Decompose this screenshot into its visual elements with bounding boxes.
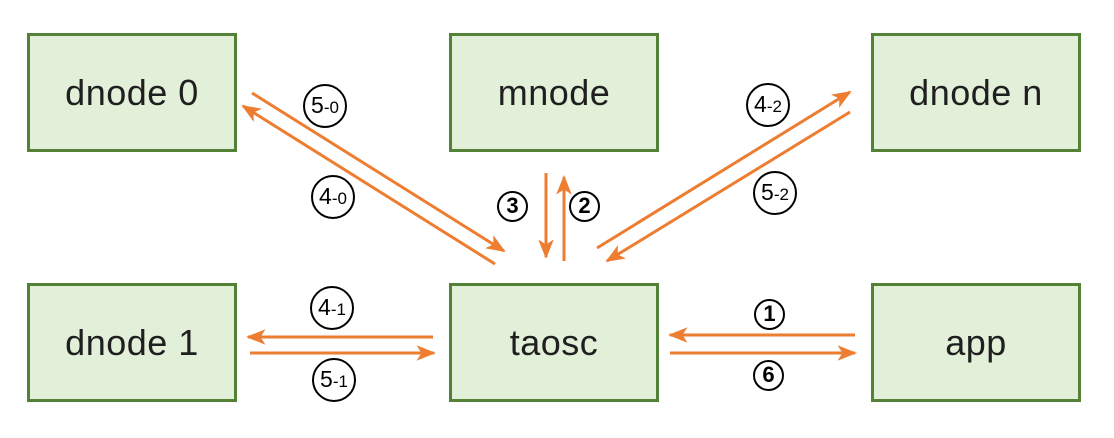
node-app-label: app [945, 321, 1007, 363]
edge-label-3: 3 [497, 191, 528, 222]
node-dnode-1-label: dnode 1 [65, 321, 199, 363]
node-app: app [871, 283, 1081, 402]
edge-label-1: 1 [754, 299, 785, 330]
node-dnode-n-label: dnode n [909, 71, 1043, 113]
node-taosc: taosc [449, 283, 659, 402]
edge-label-4-2: 4-2 [746, 83, 790, 127]
edge-label-4-1: 4-1 [310, 286, 354, 330]
edge-label-4-0: 4-0 [311, 175, 355, 219]
node-dnode-n: dnode n [871, 33, 1081, 152]
node-dnode-0-label: dnode 0 [65, 71, 199, 113]
arrow-taosc-to-dnoden [596, 90, 852, 250]
node-taosc-label: taosc [509, 321, 599, 363]
node-mnode: mnode [449, 33, 659, 152]
edge-label-5-2: 5-2 [753, 171, 797, 215]
edge-label-5-0: 5-0 [303, 84, 347, 128]
edge-label-6: 6 [753, 360, 784, 391]
arrow-taosc-to-dnode0 [241, 104, 496, 266]
node-dnode-1: dnode 1 [27, 283, 237, 402]
node-mnode-label: mnode [497, 71, 611, 113]
arrow-dnode0-to-taosc [251, 91, 506, 253]
node-dnode-0: dnode 0 [27, 33, 237, 152]
edge-label-2: 2 [569, 191, 600, 222]
edge-label-5-1: 5-1 [312, 358, 356, 402]
arrow-dnoden-to-taosc [605, 110, 851, 263]
